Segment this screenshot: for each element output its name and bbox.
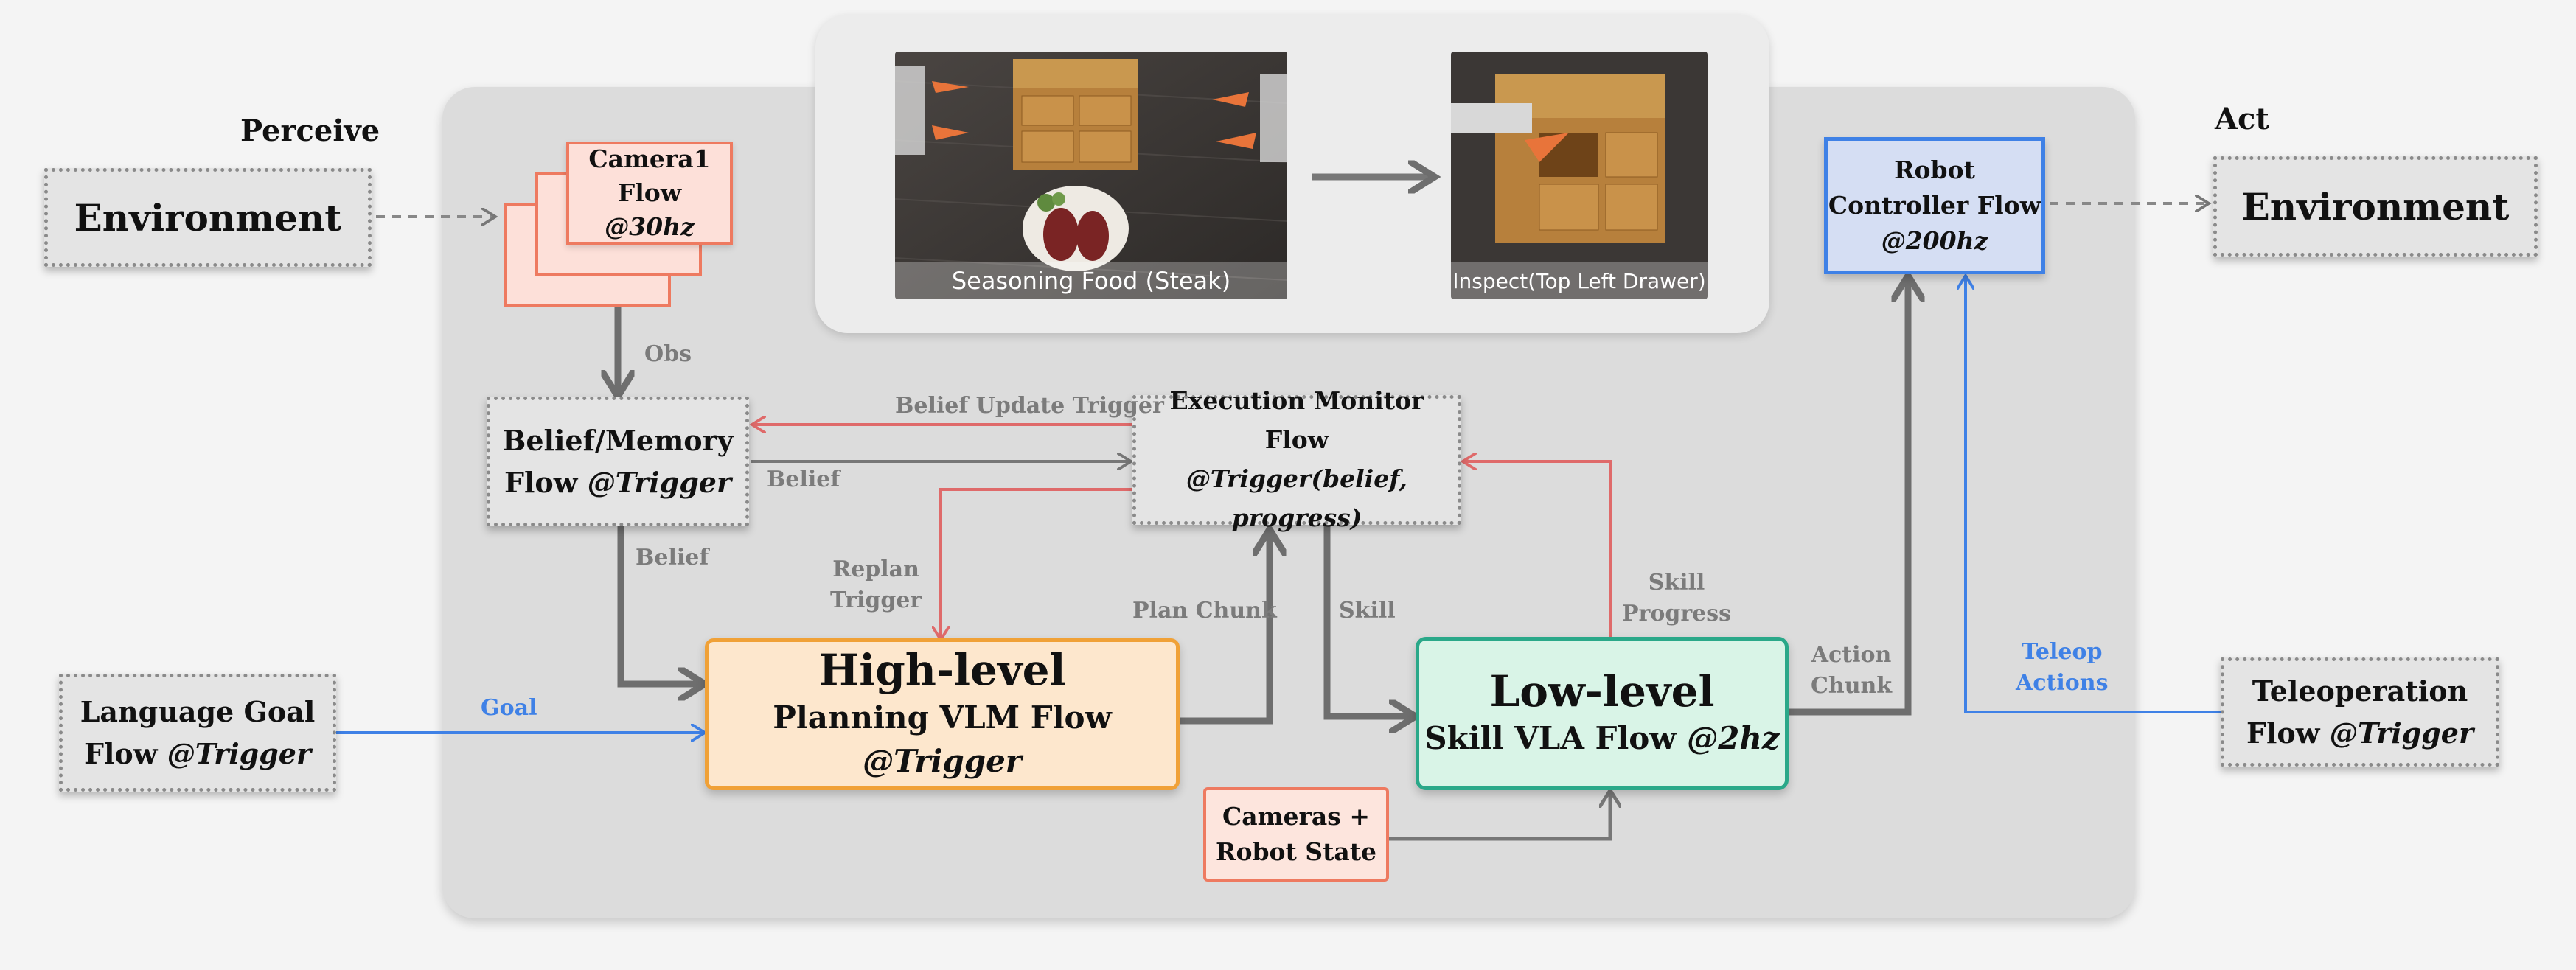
inspect-drawer-caption: Inspect(Top Left Drawer) <box>1451 262 1708 299</box>
execution-monitor-box: Execution Monitor Flow @Trigger(belief, … <box>1132 386 1461 532</box>
skill-arrow <box>1323 523 1416 716</box>
teleoperation-box: Teleoperation Flow @Trigger <box>2221 657 2499 767</box>
camera-flow-title: Camera1 <box>588 144 711 173</box>
high-level-title: High-level <box>818 645 1066 696</box>
skill-label: Skill <box>1339 598 1396 624</box>
belief-to-planner-arrow <box>617 525 705 684</box>
teleoperation-rate: Flow @Trigger <box>2246 716 2474 750</box>
inspect-drawer-photo: Inspect(Top Left Drawer) <box>1451 52 1708 299</box>
skill-progress-arrow <box>1463 461 1612 637</box>
action-chunk-label: Action Chunk <box>1811 642 1893 699</box>
replan-trigger-arrow <box>941 488 1134 640</box>
robot-controller-line1: Robot <box>1894 156 1975 185</box>
teleop-actions-label: Teleop Actions <box>2016 639 2109 696</box>
low-level-skill-box: Low-level Skill VLA Flow @2hz <box>1416 637 1789 790</box>
robot-controller-line2: Controller Flow <box>1828 191 2041 220</box>
language-goal-box: Language Goal Flow @Trigger <box>59 674 336 792</box>
robot-controller-box: Robot Controller Flow @200hz <box>1824 137 2045 274</box>
language-goal-title: Language Goal <box>80 695 316 728</box>
act-heading: Act <box>2215 102 2269 136</box>
belief-to-planner-label: Belief <box>636 545 709 571</box>
environment-right-label: Environment <box>2241 184 2510 228</box>
belief-memory-rate: Flow @Trigger <box>504 466 731 499</box>
execution-monitor-title: Execution Monitor Flow <box>1169 386 1424 455</box>
belief-memory-box: Belief/Memory Flow @Trigger <box>487 397 749 526</box>
teleop-actions-arrow <box>1966 276 2221 713</box>
seasoning-food-caption: Seasoning Food (Steak) <box>895 262 1287 299</box>
cameras-state-arrow <box>1389 790 1610 841</box>
cameras-robot-state-box: Cameras + Robot State <box>1203 787 1389 882</box>
cameras-label: Cameras + <box>1222 802 1371 831</box>
seasoning-food-photo: Seasoning Food (Steak) <box>895 52 1287 299</box>
language-goal-rate: Flow @Trigger <box>83 737 311 770</box>
skill-progress-label: Skill Progress <box>1622 570 1732 627</box>
robot-controller-rate: @200hz <box>1881 226 1988 255</box>
perceive-heading: Perceive <box>240 114 380 148</box>
goal-label: Goal <box>481 695 537 721</box>
environment-left-box: Environment <box>44 168 372 267</box>
replan-trigger-label: Replan Trigger <box>830 556 922 613</box>
task-photos-panel: Seasoning Food (Steak) Inspect(Top Left … <box>815 15 1769 333</box>
plan-chunk-label: Plan Chunk <box>1132 598 1277 624</box>
action-chunk-arrow <box>1789 276 1908 716</box>
high-level-subtitle: Planning VLM Flow @Trigger <box>773 699 1112 779</box>
belief-to-monitor-label: Belief <box>767 467 840 492</box>
high-level-planner-box: High-level Planning VLM Flow @Trigger <box>705 638 1180 790</box>
execution-monitor-rate: @Trigger(belief, progress) <box>1186 464 1408 532</box>
belief-memory-title: Belief/Memory <box>502 424 734 457</box>
belief-update-trigger-label: Belief Update Trigger <box>895 393 1164 419</box>
low-level-title: Low-level <box>1489 666 1715 716</box>
teleoperation-title: Teleoperation <box>2252 674 2468 708</box>
robot-state-label: Robot State <box>1216 837 1376 866</box>
camera-flow-rate: Flow @30hz <box>605 178 695 242</box>
low-level-subtitle: Skill VLA Flow @2hz <box>1424 720 1780 757</box>
environment-left-label: Environment <box>74 195 342 240</box>
plan-chunk-arrow <box>1180 529 1270 725</box>
environment-right-box: Environment <box>2213 156 2538 257</box>
camera-flow-box: Camera1 Flow @30hz <box>566 142 733 245</box>
obs-label: Obs <box>644 341 692 367</box>
